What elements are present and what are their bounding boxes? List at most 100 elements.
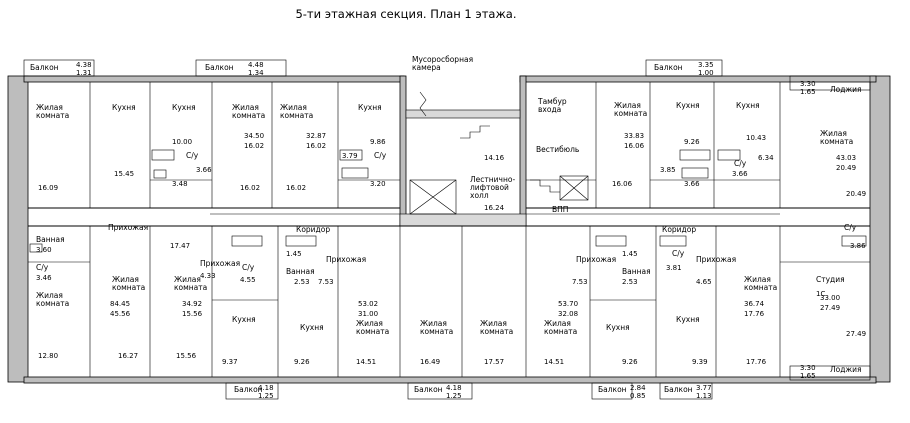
areas-r41: 7.53 [572, 278, 588, 286]
areas-r45: 17.76 [746, 358, 767, 366]
balconies-b4-b: 1.65 [800, 88, 816, 96]
stair-lift-core [409, 91, 589, 215]
balconies-b2-b: 1.34 [248, 69, 264, 77]
labels-balcony: Балкон [234, 385, 263, 394]
areas-r31: 2.53 [294, 278, 310, 286]
apartments-a9-total: 36.74 [744, 300, 765, 308]
areas-r10: 3.20 [370, 180, 386, 188]
areas-r13: 16.06 [612, 180, 633, 188]
apartments-a4-living: 16.06 [624, 142, 645, 150]
apartments-a10-num: 1С [816, 290, 825, 298]
balconies-b4-a: 3.30 [800, 80, 816, 88]
balconies-b6-a: 4.18 [446, 384, 462, 392]
apartments-a7-total: 53.02 [358, 300, 378, 308]
balconies-b9-a: 3.30 [800, 364, 816, 372]
areas-r23: 12.80 [38, 352, 58, 360]
areas-r22: 3.46 [36, 274, 52, 282]
areas-r12: 16.24 [484, 204, 505, 212]
areas-r29: 9.37 [222, 358, 238, 366]
areas-r32: 7.53 [318, 278, 334, 286]
areas-r11: 14.16 [484, 154, 505, 162]
areas-r28: 4.55 [240, 276, 256, 284]
areas-r33: 9.26 [294, 358, 310, 366]
apartments-a6-total: 34.92 [182, 300, 202, 308]
balconies-b9-b: 1.65 [800, 372, 816, 380]
apartments-a1-living: 45.56 [110, 310, 131, 318]
areas-r6: 16.02 [240, 184, 260, 192]
areas-r35: 16.49 [420, 358, 440, 366]
balconies-b1-b: 1.31 [76, 69, 92, 77]
labels-vestibule: Вестибюль [536, 145, 579, 154]
apartments-a3-living: 16.02 [306, 142, 326, 150]
apartments-a3-total: 32.87 [306, 132, 326, 140]
apartments-a7-living: 31.00 [358, 310, 378, 318]
areas-r44: 9.39 [692, 358, 708, 366]
labels-hallway: Прихожая [200, 259, 240, 268]
labels-balcony: Балкон [598, 385, 627, 394]
labels-hallway: Прихожая [326, 255, 366, 264]
labels-bathroom: Ванная [286, 267, 315, 276]
apartments-a9-living: 17.76 [744, 310, 765, 318]
apartment-labels: 34.50 16.02 32.87 16.02 33.83 16.06 43.0… [110, 132, 856, 318]
areas-r9: 3.79 [342, 152, 358, 160]
labels-kitchen: Кухня [232, 315, 256, 324]
labels-bathroom: Ванная [622, 267, 651, 276]
apartments-a4-total: 33.83 [624, 132, 644, 140]
balconies-b8-a: 3.77 [696, 384, 712, 392]
areas-r18: 10.43 [746, 134, 766, 142]
corridor-lines [28, 207, 870, 227]
labels-kitchen: Кухня [606, 323, 630, 332]
balconies [23, 59, 871, 400]
labels-kitchen: Кухня [300, 323, 324, 332]
plan-title: 5-ти этажная секция. План 1 этажа. [295, 7, 516, 21]
labels-loggia: Лоджия [830, 365, 862, 374]
areas-r4: 3.66 [196, 166, 212, 174]
balconies-b6-b: 1.25 [446, 392, 462, 400]
labels-wc: С/у [672, 249, 685, 258]
labels-wc: С/у [734, 159, 747, 168]
areas-r15: 3.85 [660, 166, 676, 174]
areas-r34: 14.51 [356, 358, 376, 366]
labels-kitchen: Кухня [112, 103, 136, 112]
labels-balcony: Балкон [654, 63, 683, 72]
labels-kitchen: Кухня [676, 315, 700, 324]
balcony-label-1: Балкон [30, 63, 59, 72]
apartments-a5-total: 43.03 [836, 154, 856, 162]
labels-wc: С/у [844, 223, 857, 232]
areas-r47: 27.49 [846, 330, 866, 338]
balconies-b3-b: 1.00 [698, 69, 714, 77]
areas-r25: 15.56 [176, 352, 197, 360]
labels-loggia: Лоджия [830, 85, 862, 94]
areas-r37: 14.51 [544, 358, 564, 366]
labels-corridor: Коридор [662, 225, 696, 234]
areas-r27: 4.33 [200, 272, 216, 280]
apartments-a10-living: 27.49 [820, 304, 840, 312]
balconies-b5-a: 4.18 [258, 384, 274, 392]
areas-r19: 6.34 [758, 154, 774, 162]
labels-kitchen: Кухня [358, 103, 382, 112]
balconies-b8-b: 1.13 [696, 392, 712, 400]
areas-r26: 17.47 [170, 242, 190, 250]
apartments-a5-living: 20.49 [836, 164, 856, 172]
labels-balcony: Балкон [205, 63, 234, 72]
labels-wc: С/у [36, 263, 49, 272]
apartments-a10-total: 33.00 [820, 294, 840, 302]
areas-r14: 9.26 [684, 138, 700, 146]
balconies-b1-a: 4.38 [76, 61, 92, 69]
labels-vpp: ВПП [552, 205, 568, 214]
areas-r38: 9.26 [622, 358, 638, 366]
partitions [28, 82, 870, 377]
apartments-a2-total: 34.50 [244, 132, 264, 140]
apartments-a8-living: 32.08 [558, 310, 578, 318]
balconies-b2-a: 4.48 [248, 61, 264, 69]
